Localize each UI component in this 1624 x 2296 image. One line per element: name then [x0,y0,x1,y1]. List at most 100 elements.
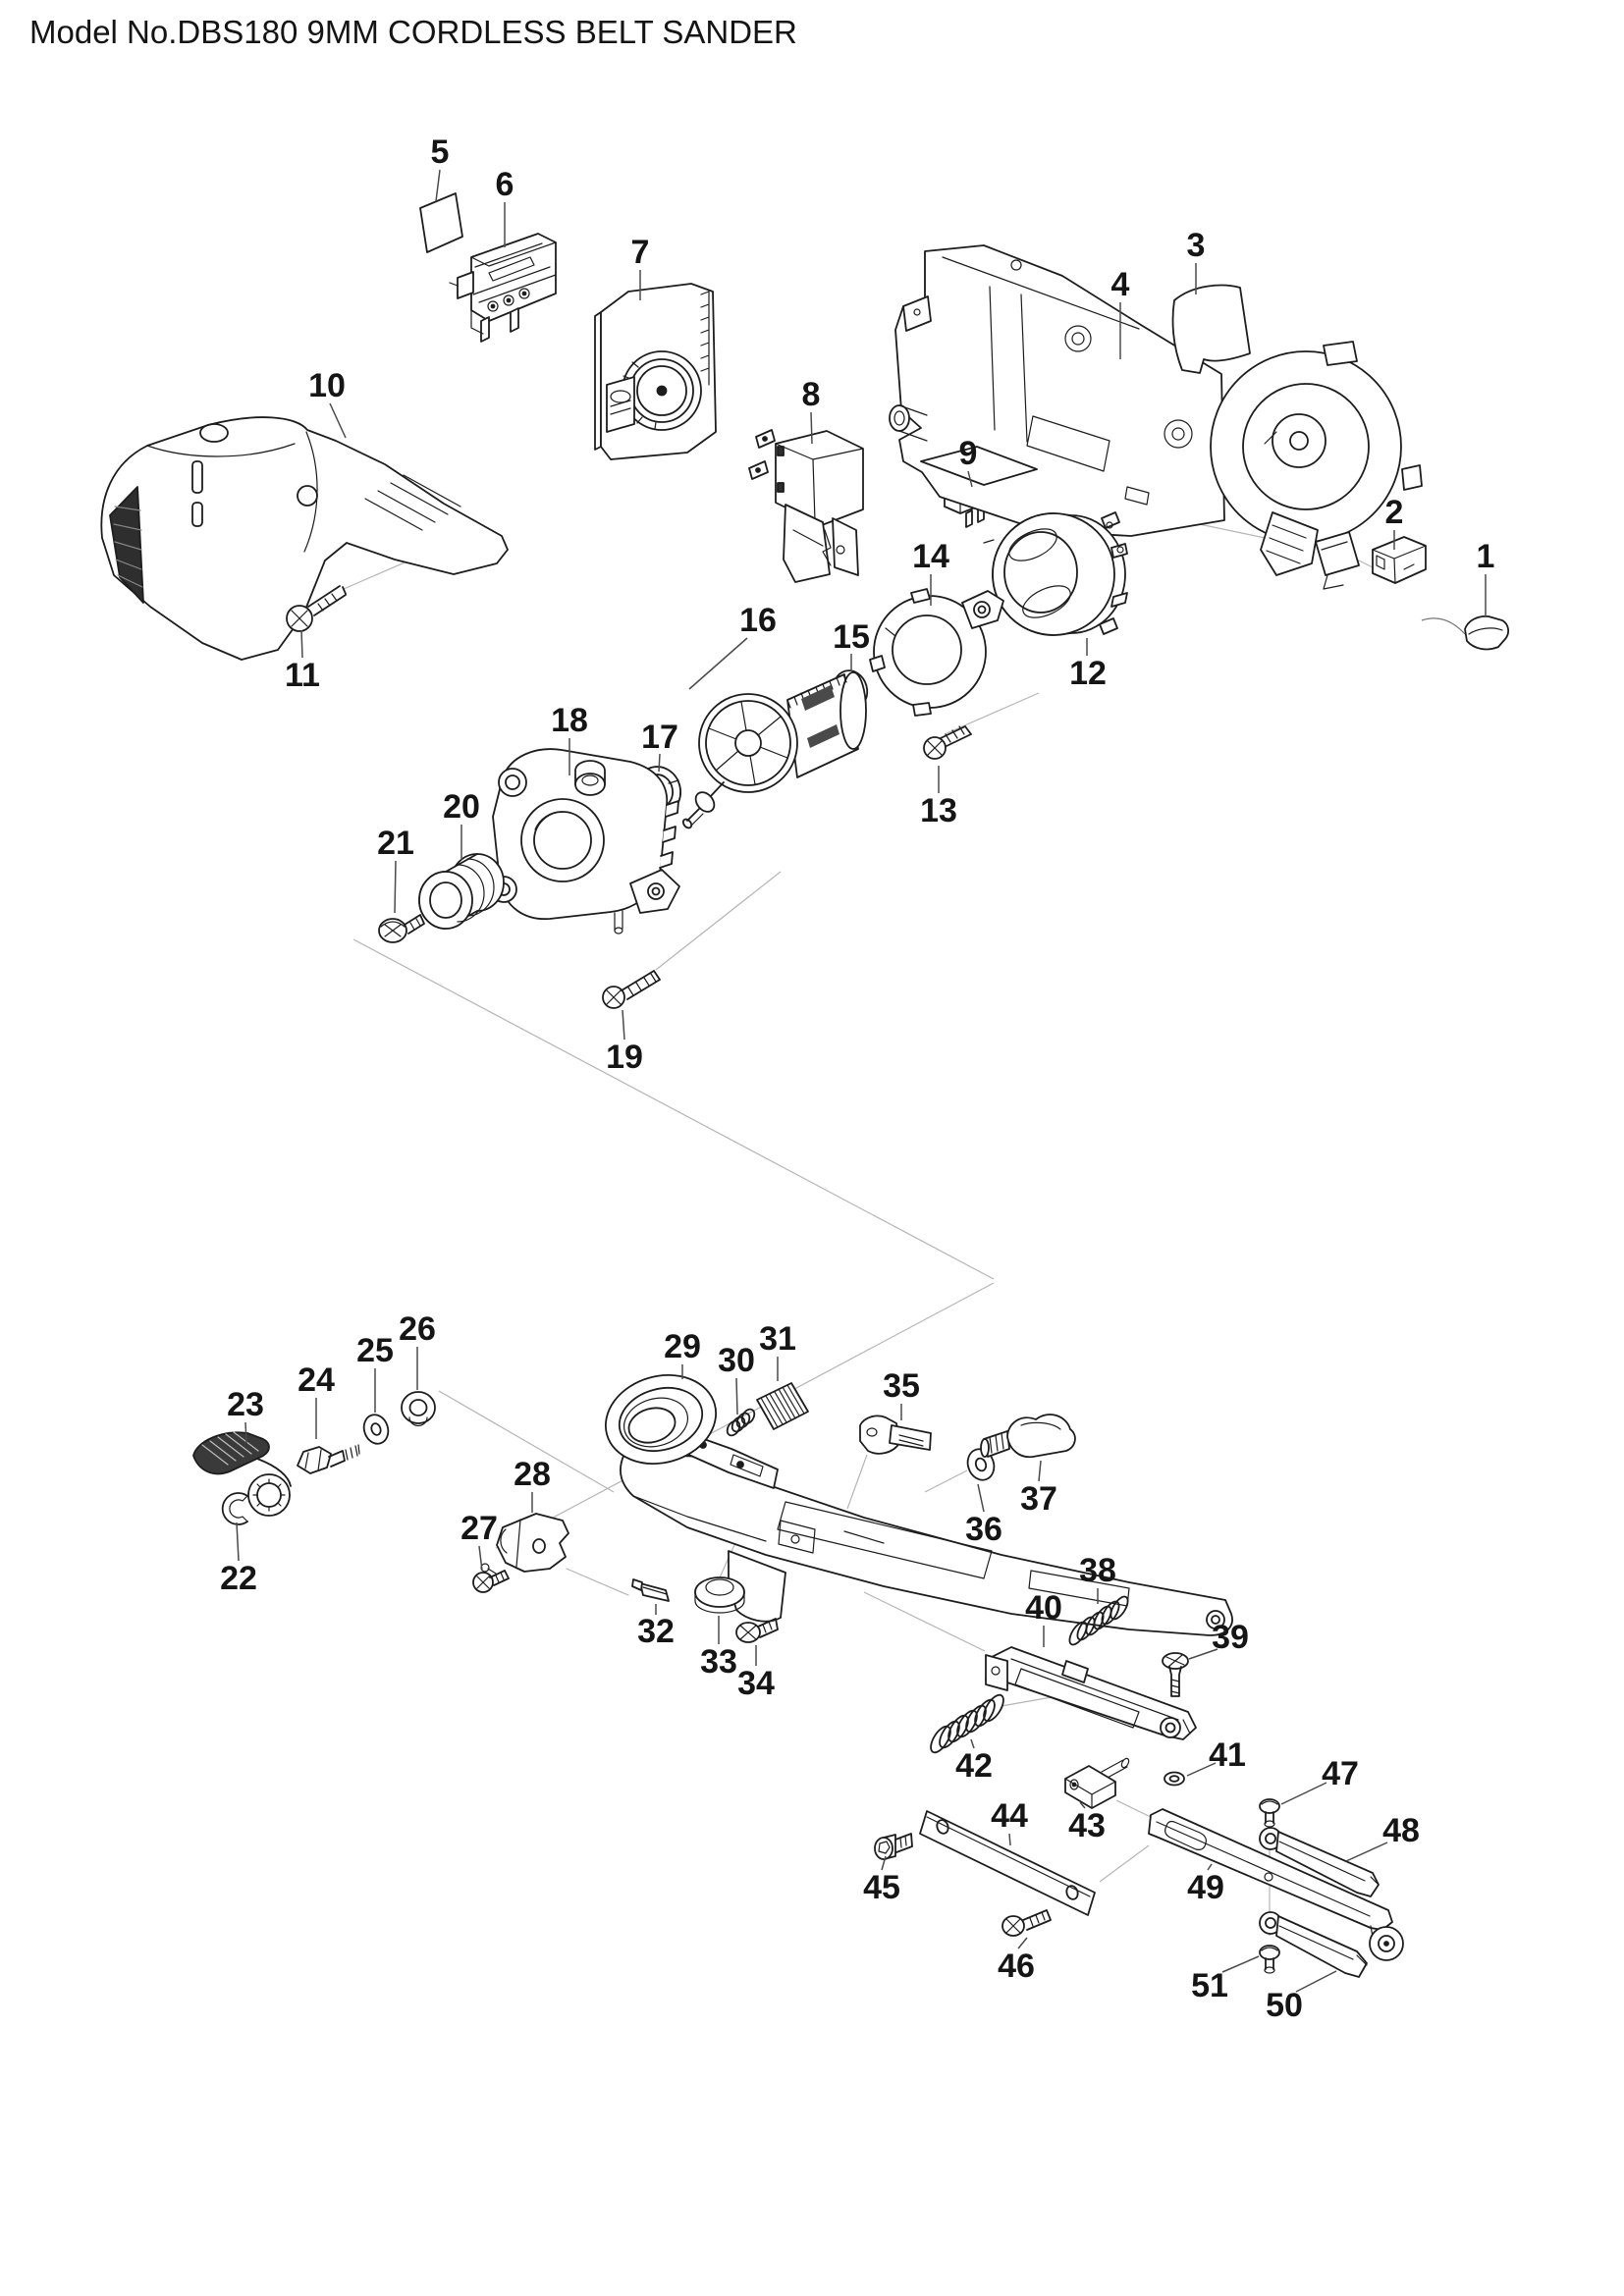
part-42-spring [930,1693,1004,1754]
part-leader-27 [478,1545,483,1572]
part-label-51: 51 [1191,1967,1228,2004]
part-7-controller [594,283,717,460]
part-label-33: 33 [700,1643,737,1681]
part-31-adjusting-knob [756,1382,809,1430]
part-leader-8 [810,411,813,445]
part-4-housing-right [889,244,1423,590]
part-14-baffle-plate [869,588,1004,717]
part-11-screw [286,585,347,632]
part-leader-37 [1038,1460,1042,1482]
part-label-6: 6 [496,166,514,203]
part-leader-17 [658,753,661,773]
part-8-switch [748,429,864,583]
part-leader-9 [967,470,973,488]
part-label-10: 10 [308,367,346,404]
part-3-label-sheet [1171,284,1251,374]
part-label-18: 18 [551,702,588,739]
part-label-27: 27 [460,1510,498,1547]
part-27-screw [472,1570,510,1593]
part-leader-46 [1017,1937,1028,1949]
part-2-terminal-cover [1372,536,1427,584]
part-leader-44 [1008,1833,1011,1846]
part-22-e-ring [221,1492,248,1525]
part-label-28: 28 [514,1456,551,1493]
part-label-38: 38 [1079,1552,1116,1589]
part-label-43: 43 [1068,1807,1106,1844]
part-23-tension-lever [192,1431,292,1517]
part-label-14: 14 [912,538,949,575]
part-label-32: 32 [637,1613,675,1650]
part-28-cover-plate [480,1513,629,1596]
part-label-42: 42 [955,1747,993,1785]
part-43-pin-block [1064,1757,1130,1809]
part-leader-19 [622,1009,625,1041]
part-label-34: 34 [737,1665,775,1702]
part-leader-47 [1280,1782,1327,1805]
part-label-19: 19 [606,1039,643,1076]
part-label-23: 23 [227,1386,264,1423]
part-30-spring [726,1408,756,1437]
part-label-48: 48 [1382,1812,1420,1849]
part-label-4: 4 [1111,266,1130,303]
part-44-flat-bar [919,1810,1096,1916]
part-label-29: 29 [664,1328,701,1365]
part-leader-22 [236,1522,240,1562]
construction-lines [343,517,1466,1936]
part-leader-51 [1221,1955,1260,1973]
part-12-field-stator [983,511,1128,636]
part-1-cap [1464,615,1509,651]
part-32-clip-plate [631,1578,670,1602]
part-leader-5 [435,169,441,202]
part-16-armature [681,671,867,829]
part-29-drive-wheel [604,1373,718,1466]
part-label-15: 15 [833,618,870,656]
part-leader-16 [688,637,748,690]
part-label-49: 49 [1187,1869,1224,1906]
part-label-45: 45 [863,1869,900,1906]
part-leader-42 [970,1738,975,1749]
part-label-35: 35 [883,1367,920,1405]
part-39-screw [1162,1652,1189,1697]
part-label-11: 11 [285,657,320,694]
part-51-screw [1259,1945,1280,1974]
part-label-25: 25 [356,1332,394,1369]
part-25-washer [362,1414,390,1445]
part-24-bolt [297,1444,360,1474]
part-leader-36 [977,1483,985,1513]
part-leader-43 [1079,1801,1086,1809]
part-leader-30 [735,1377,738,1415]
part-label-41: 41 [1209,1736,1246,1774]
part-48-belt-guide-upper [1259,1827,1380,1897]
part-leader-48 [1345,1842,1388,1862]
part-13-screw [923,725,972,760]
part-26-spacer-ring [401,1391,436,1427]
part-leader-11 [300,629,303,659]
part-leader-39 [1188,1648,1218,1660]
part-20-sleeve [418,853,505,930]
part-leader-23 [244,1421,247,1444]
part-34-screw [735,1618,779,1643]
part-6-terminal-block [449,233,557,343]
part-21-screw [378,914,425,943]
part-37-wing-knob [980,1414,1076,1459]
part-label-16: 16 [739,602,777,639]
part-label-30: 30 [718,1342,755,1379]
part-label-40: 40 [1025,1589,1062,1627]
part-label-7: 7 [631,234,650,271]
part-leader-41 [1186,1762,1217,1777]
part-47-screw [1259,1798,1280,1828]
part-label-13: 13 [920,792,957,829]
part-label-47: 47 [1322,1755,1359,1792]
part-label-46: 46 [998,1948,1035,1985]
part-18-gear-housing [490,748,680,934]
part-label-21: 21 [377,825,414,862]
part-33-grommet [694,1576,745,1614]
part-label-36: 36 [965,1511,1002,1548]
part-label-22: 22 [220,1560,257,1597]
part-leader-45 [881,1855,887,1871]
part-leader-50 [1295,1970,1337,1993]
part-35-dust-nozzle [859,1415,932,1455]
part-label-2: 2 [1385,494,1404,531]
part-label-26: 26 [399,1310,436,1348]
part-label-44: 44 [991,1797,1028,1835]
